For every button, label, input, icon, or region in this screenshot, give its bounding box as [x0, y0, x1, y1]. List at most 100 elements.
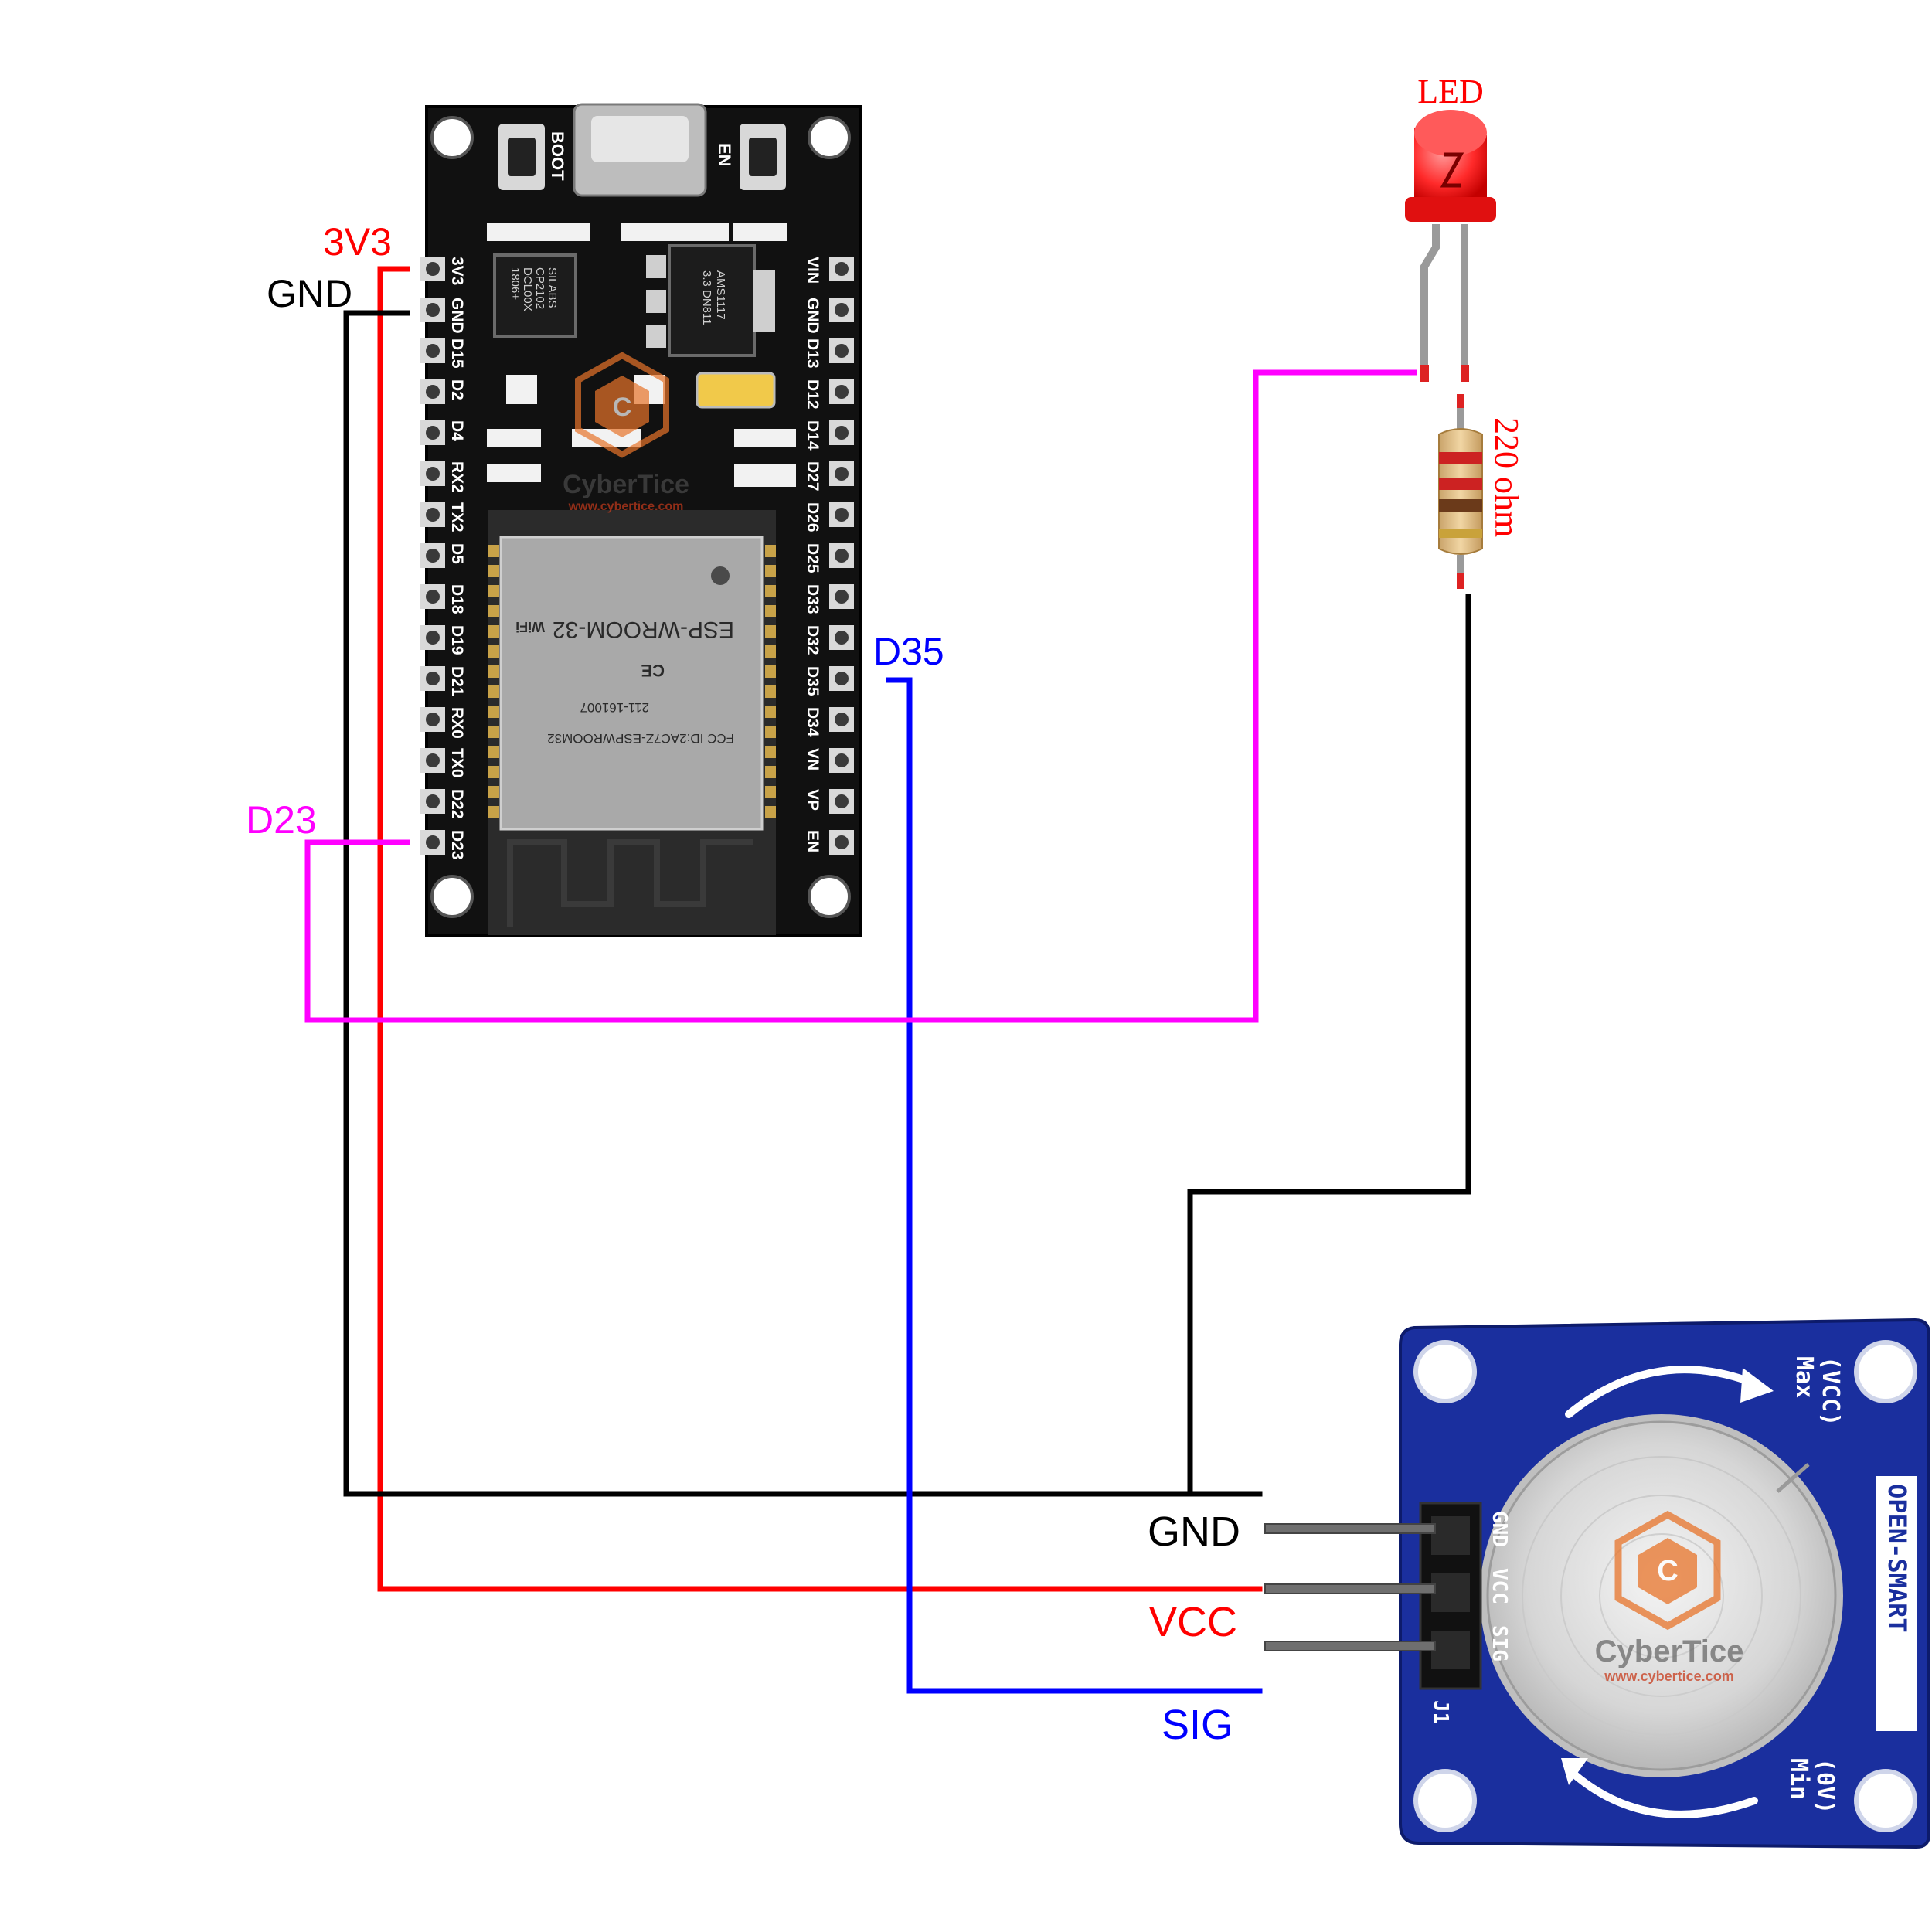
- header-pin-hole: [426, 631, 440, 645]
- pin1-marker: [711, 566, 730, 585]
- watermark-url: www.cybertice.com: [568, 500, 684, 513]
- ce-mark: CE: [641, 661, 665, 680]
- wroom-name: ESP-WROOM-32: [553, 617, 734, 642]
- esp32-devkit-board: BOOT EN SILABS CP2102 DCL00X 1806+ AMS11…: [420, 103, 862, 937]
- header-pin-hole: [835, 426, 849, 440]
- castellated-pad: [488, 645, 499, 658]
- left-pin-label: GND: [448, 298, 466, 334]
- resistor-lead-tip: [1457, 573, 1464, 589]
- watermark-logo-letter: C: [1657, 1555, 1678, 1587]
- smd-component: [733, 223, 787, 241]
- left-pin-label: D5: [448, 543, 466, 564]
- castellated-pad: [765, 685, 776, 698]
- header-pin-hole: [835, 753, 849, 767]
- smd-component: [487, 464, 541, 482]
- castellated-pad: [765, 706, 776, 718]
- castellated-pad: [765, 605, 776, 617]
- smd-component: [621, 223, 675, 241]
- mounting-hole: [1413, 1340, 1477, 1403]
- castellated-pad: [488, 625, 499, 638]
- right-pin-label: VP: [804, 789, 821, 811]
- antenna-trace: [507, 839, 753, 927]
- header-pin-hole: [835, 590, 849, 604]
- knob-indicator: [1776, 1463, 1810, 1493]
- left-header-pins: [420, 257, 445, 855]
- castellated-pad: [765, 545, 776, 557]
- cybertice-watermark: C CyberTice www.cybertice.com: [563, 352, 689, 513]
- castellated-pad: [765, 806, 776, 818]
- watermark-url: www.cybertice.com: [1604, 1668, 1733, 1684]
- header-pin-hole: [835, 385, 849, 399]
- brand-plate: [1876, 1476, 1917, 1731]
- label-d23: D23: [246, 798, 317, 842]
- module-pin-vcc-label: VCC: [1488, 1568, 1511, 1604]
- right-pin-label: D33: [804, 584, 821, 614]
- mounting-hole: [1413, 1769, 1477, 1832]
- wroom-pads-right: [765, 545, 776, 818]
- red-led: LED: [1405, 73, 1496, 382]
- header-pin-hole: [426, 794, 440, 808]
- smd-component: [487, 429, 541, 447]
- svg-text:CP2102: CP2102: [533, 267, 546, 309]
- smd-component: [734, 429, 796, 447]
- watermark-brand: CyberTice: [1595, 1634, 1744, 1668]
- header-pin-hole: [426, 385, 440, 399]
- right-pin-label: VIN: [804, 257, 821, 284]
- regulator-text: AMS1117 3.3 DN811: [700, 270, 727, 325]
- label-module-sig: SIG: [1162, 1702, 1233, 1748]
- label-d35: D35: [873, 630, 944, 673]
- header-pin-hole: [426, 672, 440, 685]
- castellated-pad: [488, 565, 499, 577]
- castellated-pad: [488, 585, 499, 597]
- max-sub-label: (VCC): [1817, 1356, 1844, 1426]
- watermark-logo-letter: C: [613, 393, 632, 422]
- header-pin-hole: [426, 549, 440, 563]
- header-pin-hole: [426, 590, 440, 604]
- header-pin-hole: [426, 467, 440, 481]
- castellated-pad: [765, 665, 776, 678]
- header-pin-hole: [835, 467, 849, 481]
- module-pin-gnd: [1264, 1523, 1436, 1534]
- header-pin-hole: [426, 713, 440, 726]
- right-pin-label: D32: [804, 625, 821, 655]
- castellated-pad: [765, 645, 776, 658]
- castellated-pad: [765, 786, 776, 798]
- wroom-shield: [499, 536, 764, 831]
- right-pin-label: D25: [804, 543, 821, 573]
- cw-arc-icon: [1565, 1366, 1758, 1418]
- wires: [304, 266, 1471, 1694]
- svg-text:SILABS: SILABS: [546, 267, 559, 308]
- castellated-pad: [488, 806, 499, 818]
- max-label: Max: [1791, 1356, 1818, 1398]
- header-pin-hole: [426, 753, 440, 767]
- smd-component: [506, 375, 537, 404]
- arrow-head-icon: [1561, 1758, 1588, 1785]
- boot-label: BOOT: [548, 131, 567, 181]
- smd-component: [675, 223, 729, 241]
- watermark-logo-icon: [575, 352, 669, 458]
- knob-ridge: [1522, 1456, 1801, 1736]
- usb-opening: [591, 116, 689, 162]
- header-pin-hole: [835, 508, 849, 522]
- led-cathode-leg: [1420, 224, 1440, 379]
- mounting-hole: [1854, 1340, 1917, 1403]
- min-label: Min: [1785, 1758, 1812, 1800]
- arrow-head-icon: [1740, 1368, 1774, 1403]
- wire-3v3-vcc: [377, 266, 1263, 1592]
- left-pin-label: D22: [448, 789, 466, 819]
- left-pin-label: RX2: [448, 461, 466, 493]
- module-pin-gnd-label: GND: [1488, 1511, 1511, 1547]
- left-pin-label: 3V3: [448, 257, 466, 285]
- mounting-hole: [1854, 1769, 1917, 1832]
- smd-component: [536, 223, 590, 241]
- castellated-pad: [488, 726, 499, 738]
- fcc-id-text: FCC ID:2AC7Z-ESPWROOM32: [547, 731, 734, 746]
- label-module-vcc: VCC: [1149, 1599, 1237, 1645]
- header-pin-hole: [835, 672, 849, 685]
- left-pin-label: D21: [448, 666, 466, 696]
- led-label: LED: [1417, 73, 1484, 111]
- resistor-band-1: [1439, 452, 1482, 464]
- right-pin-label: GND: [804, 298, 821, 334]
- voltage-regulator: [668, 244, 756, 357]
- header-pin-hole: [835, 794, 849, 808]
